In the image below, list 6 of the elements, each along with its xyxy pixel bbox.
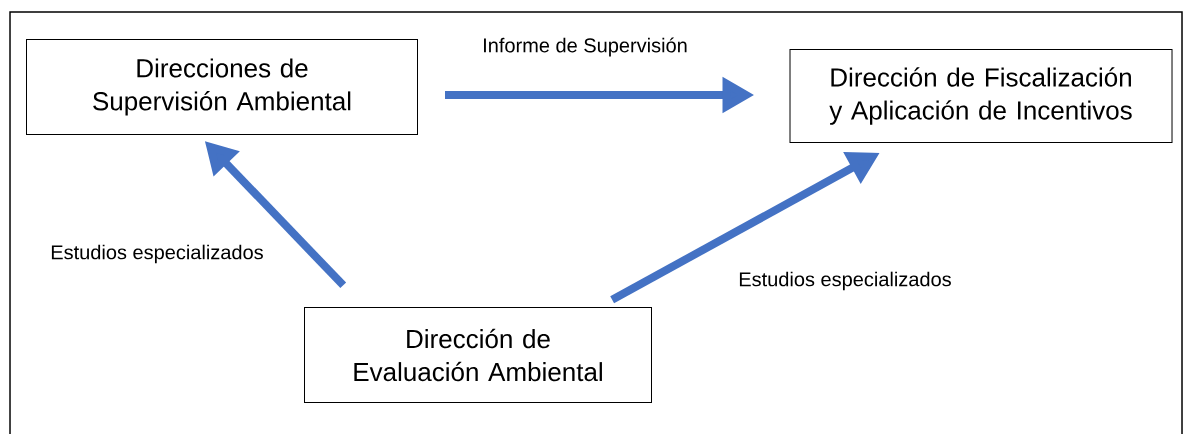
process-box: Direcciones de Supervisión Ambiental (26, 39, 418, 135)
process-box: Dirección de Evaluación Ambiental (304, 307, 652, 403)
edge-label: Estudios especializados (736, 269, 954, 293)
edge-label: Estudios especializados (48, 242, 266, 266)
edge-label: Informe de Supervisión (480, 35, 690, 59)
process-box: Dirección de Fiscalización y Aplicación de Incentivos (789, 49, 1173, 143)
